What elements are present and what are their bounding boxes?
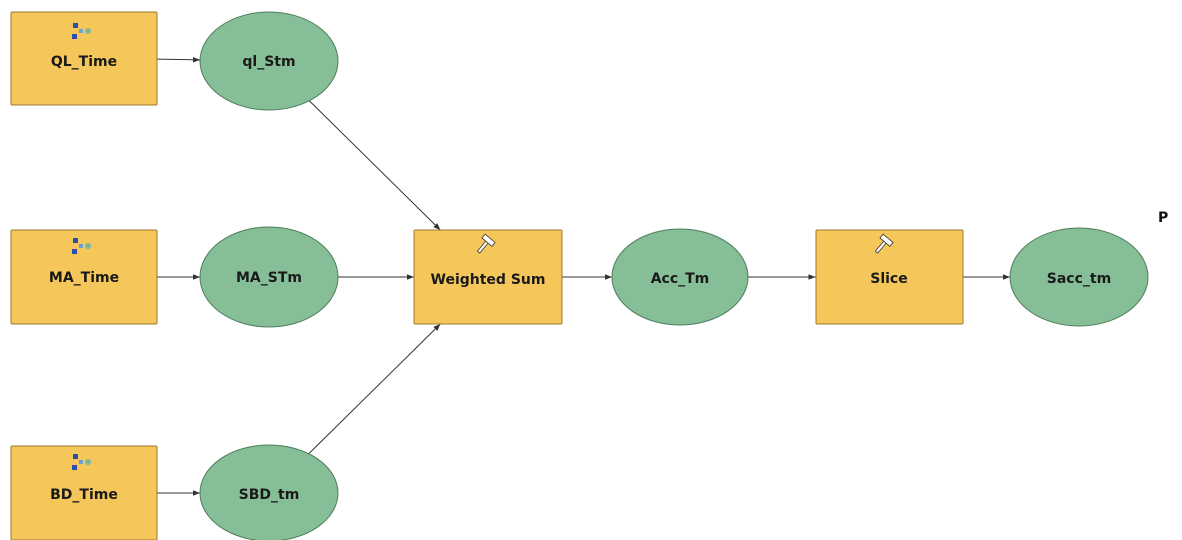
sacc-tm-ellipse[interactable] bbox=[1009, 227, 1149, 327]
acc-tm-label: Acc_Tm bbox=[651, 271, 710, 287]
node-ma-time[interactable]: MA_Time bbox=[10, 229, 158, 325]
acc-tm-ellipse[interactable] bbox=[611, 228, 749, 326]
node-sacc-tm[interactable]: Sacc_tm bbox=[1009, 227, 1149, 327]
ql-time-label: QL_Time bbox=[51, 54, 117, 70]
node-bd-time[interactable]: BD_Time bbox=[10, 445, 158, 540]
bd-time-label: BD_Time bbox=[50, 487, 118, 503]
slice-label: Slice bbox=[870, 271, 907, 287]
ma-stm-label: MA_STm bbox=[236, 270, 302, 286]
connector-ql-time-to-ql-stm[interactable] bbox=[156, 56, 201, 63]
model-variable-icon bbox=[72, 454, 91, 470]
model-variable-icon bbox=[72, 238, 91, 254]
weighted-sum-box[interactable] bbox=[413, 229, 563, 325]
ql-time-box[interactable] bbox=[10, 11, 158, 106]
bd-time-box[interactable] bbox=[10, 445, 158, 540]
model-variable-icon bbox=[72, 23, 91, 39]
ma-time-label: MA_Time bbox=[49, 270, 119, 286]
node-weighted-sum[interactable]: Weighted Sum bbox=[413, 229, 563, 325]
sbd-tm-label: SBD_tm bbox=[239, 487, 300, 503]
ma-stm-ellipse[interactable] bbox=[199, 226, 339, 328]
sbd-tm-ellipse[interactable] bbox=[199, 444, 339, 540]
node-ql-stm[interactable]: ql_Stm bbox=[199, 11, 339, 111]
node-ql-time[interactable]: QL_Time bbox=[10, 11, 158, 106]
ma-time-box[interactable] bbox=[10, 229, 158, 325]
node-slice[interactable]: Slice bbox=[815, 229, 964, 325]
weighted-sum-label: Weighted Sum bbox=[431, 272, 546, 288]
node-ma-stm[interactable]: MA_STm bbox=[199, 226, 339, 328]
ql-stm-ellipse[interactable] bbox=[199, 11, 339, 111]
hammer-icon bbox=[476, 233, 496, 254]
corner-mark: P bbox=[1158, 210, 1168, 226]
sacc-tm-label: Sacc_tm bbox=[1047, 271, 1111, 287]
node-acc-tm[interactable]: Acc_Tm bbox=[611, 228, 749, 326]
connector-ql-stm-to-weighted-sum[interactable] bbox=[308, 100, 441, 231]
node-sbd-tm[interactable]: SBD_tm bbox=[199, 444, 339, 540]
connector-sbd-tm-to-weighted-sum[interactable] bbox=[308, 323, 441, 455]
ql-stm-label: ql_Stm bbox=[242, 54, 295, 70]
slice-box[interactable] bbox=[815, 229, 964, 325]
connector-layer bbox=[156, 56, 1010, 496]
hammer-icon bbox=[874, 233, 894, 254]
